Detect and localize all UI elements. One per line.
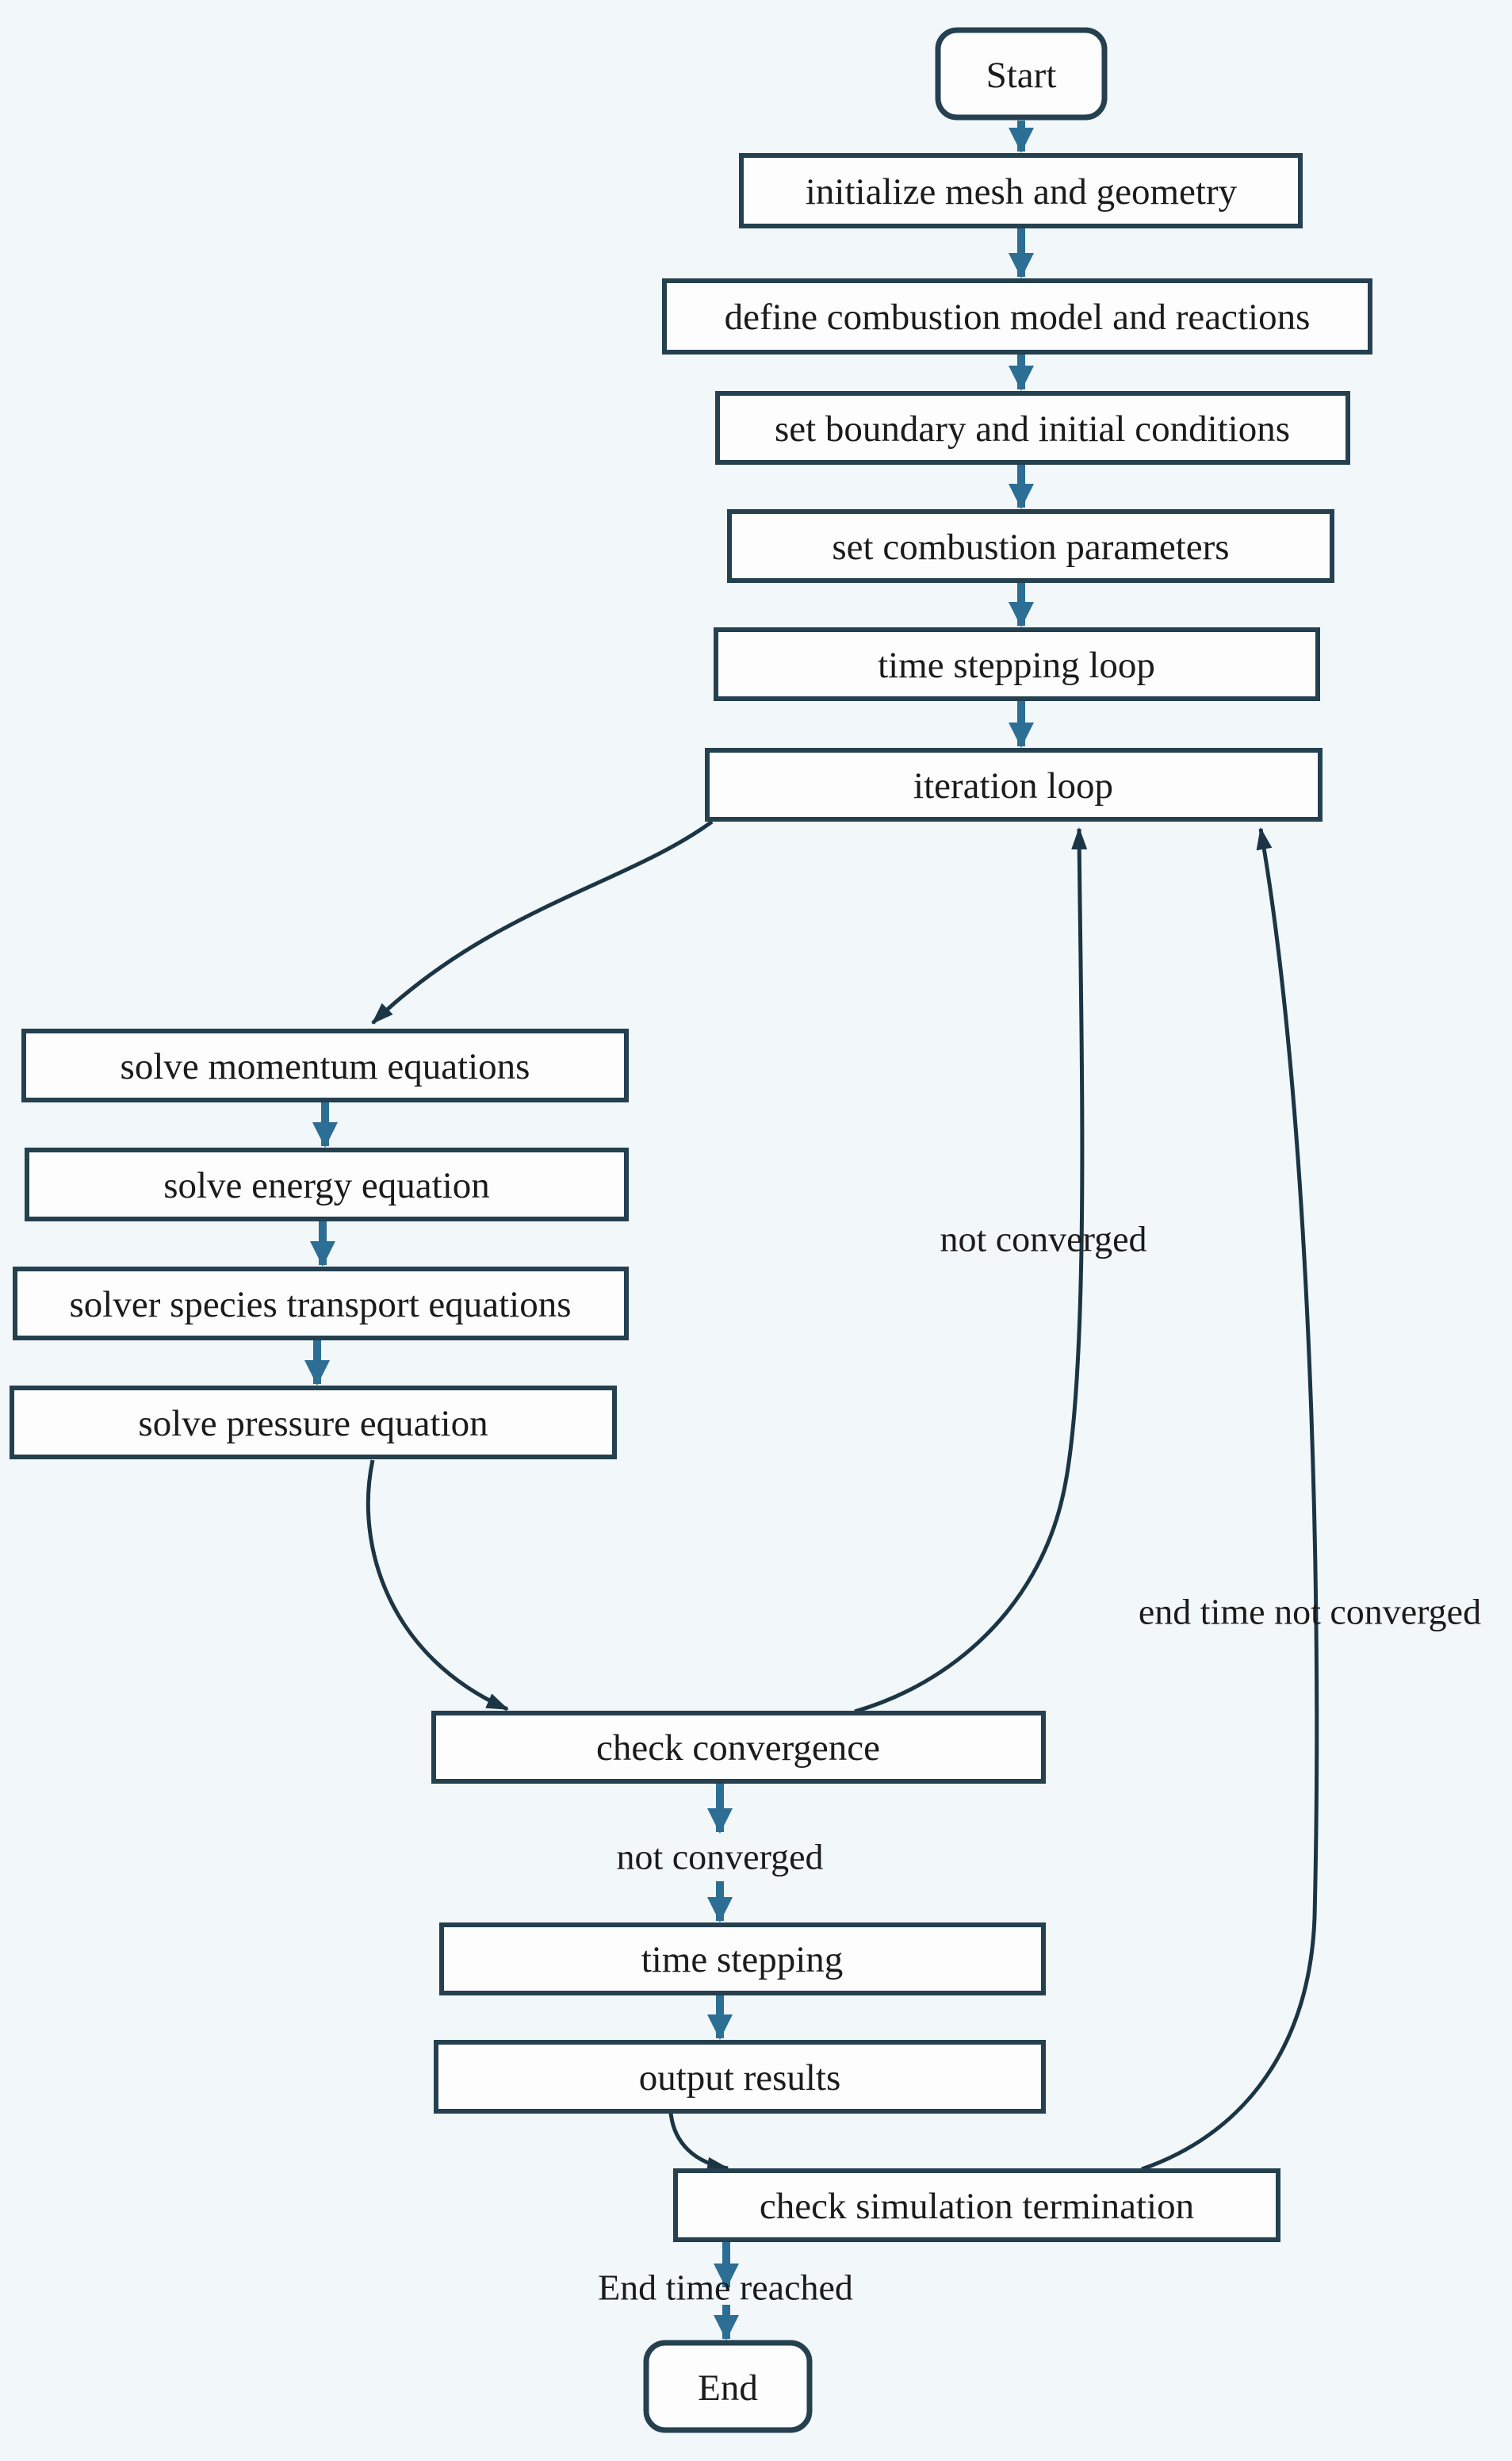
node-time-stepping-loop: time stepping loop: [714, 627, 1320, 701]
node-check-convergence: check convergence: [431, 1711, 1046, 1784]
node-check-convergence-box: [431, 1711, 1046, 1784]
node-time-stepping-loop-label: time stepping loop: [878, 645, 1155, 686]
node-check-convergence-label: check convergence: [596, 1727, 880, 1769]
node-pressure-label: solve pressure equation: [138, 1403, 488, 1444]
curve-end-time-not-converged-to-iteration: [1141, 827, 1319, 2172]
curve-not-converged-to-iteration: [854, 827, 1088, 1714]
node-time-stepping-box: [439, 1922, 1046, 1995]
edge-label-end-time-not-converged: end time not converged: [1139, 1592, 1481, 1632]
node-pressure: solve pressure equation: [10, 1386, 617, 1459]
node-init-mesh-box: [739, 153, 1303, 228]
node-check-termination-box: [673, 2168, 1280, 2242]
curve-pressure-to-check-convergence: [366, 1459, 509, 1712]
node-energy: solve energy equation: [25, 1148, 629, 1221]
node-start: Start: [935, 27, 1108, 121]
node-define-combustion: define combustion model and reactions: [662, 278, 1372, 355]
node-energy-box: [25, 1148, 629, 1221]
node-energy-label: solve energy equation: [163, 1165, 490, 1206]
node-momentum-label: solve momentum equations: [121, 1046, 530, 1087]
node-momentum-box: [21, 1029, 629, 1102]
node-time-stepping: time stepping: [439, 1922, 1046, 1995]
node-define-combustion-box: [662, 278, 1372, 355]
node-boundary-conditions-box: [715, 391, 1350, 465]
node-output-results-box: [434, 2040, 1046, 2114]
node-boundary-conditions: set boundary and initial conditions: [715, 391, 1350, 465]
node-end: End: [643, 2340, 813, 2433]
node-momentum: solve momentum equations: [21, 1029, 629, 1102]
node-combustion-params: set combustion parameters: [727, 509, 1334, 583]
node-output-results-label: output results: [639, 2057, 841, 2099]
node-combustion-params-box: [727, 509, 1334, 583]
edge-label-end-time-reached: End time reached: [598, 2267, 853, 2308]
node-species-box: [13, 1267, 629, 1340]
curve-iteration-to-momentum: [371, 819, 714, 1025]
node-init-mesh-label: initialize mesh and geometry: [806, 171, 1238, 213]
node-iteration-loop: iteration loop: [705, 748, 1323, 822]
node-check-termination: check simulation termination: [673, 2168, 1280, 2242]
edge-label-not-converged-loop: not converged: [940, 1219, 1146, 1259]
node-time-stepping-loop-box: [714, 627, 1320, 701]
curve-output-to-check-termination: [668, 2112, 729, 2173]
node-end-label: End: [698, 2367, 758, 2409]
node-boundary-conditions-label: set boundary and initial conditions: [775, 408, 1290, 450]
node-iteration-loop-box: [705, 748, 1323, 822]
node-output-results: output results: [434, 2040, 1046, 2114]
node-check-termination-label: check simulation termination: [760, 2186, 1194, 2227]
node-init-mesh: initialize mesh and geometry: [739, 153, 1303, 228]
node-species: solver species transport equations: [13, 1267, 629, 1340]
node-time-stepping-label: time stepping: [641, 1939, 844, 1980]
node-combustion-params-label: set combustion parameters: [832, 527, 1229, 568]
node-species-label: solver species transport equations: [69, 1284, 571, 1325]
node-pressure-box: [10, 1386, 617, 1459]
node-iteration-loop-label: iteration loop: [913, 765, 1113, 807]
node-define-combustion-label: define combustion model and reactions: [725, 297, 1311, 338]
node-start-label: Start: [986, 55, 1057, 96]
node-start-box: [935, 27, 1108, 121]
node-end-box: [643, 2340, 813, 2433]
edge-label-not-converged-down: not converged: [616, 1837, 823, 1877]
